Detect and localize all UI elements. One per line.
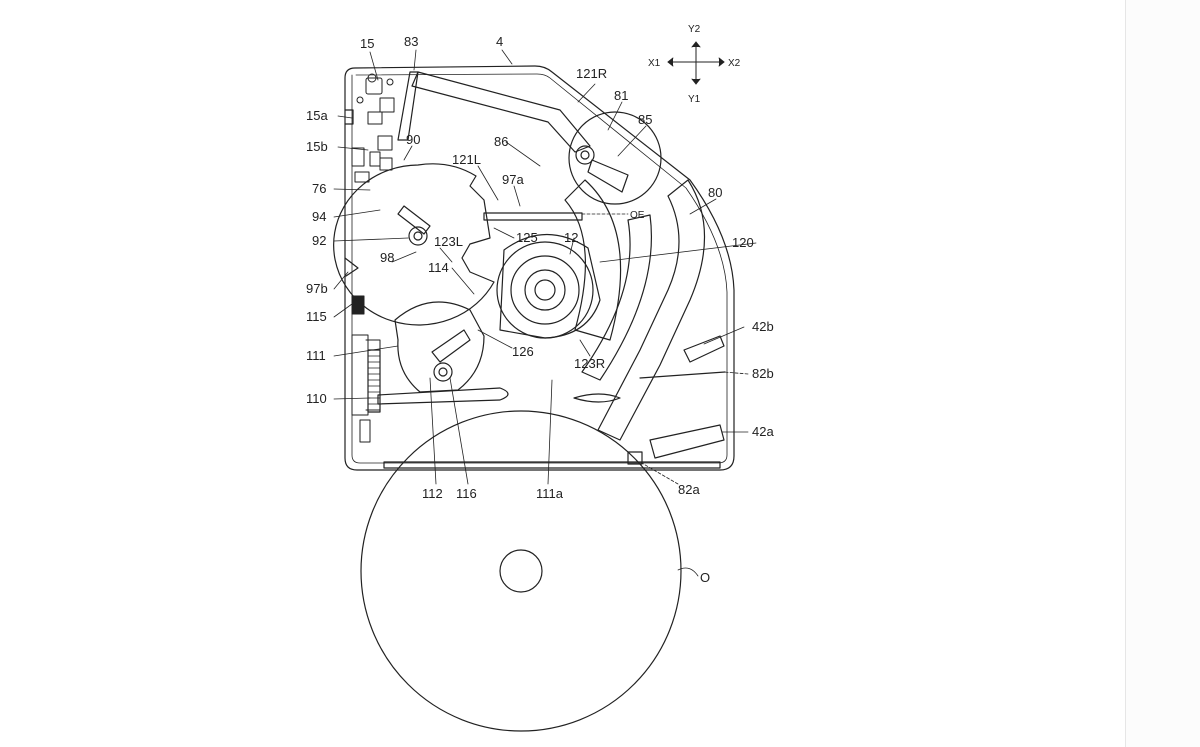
label-121L: 121L: [452, 152, 481, 167]
part-82a: [627, 451, 643, 465]
slot-111a-right: [573, 393, 621, 403]
label-111: 111: [306, 348, 326, 363]
label-97b: 97b: [306, 281, 328, 296]
label-94: 94: [312, 209, 326, 224]
bar-oe: [483, 212, 583, 221]
label-80: 80: [708, 185, 722, 200]
rack-gear-110: [367, 349, 381, 413]
axis-label-y2: Y2: [688, 24, 701, 35]
disc-center-hole: [499, 549, 543, 593]
arm-94: [397, 205, 431, 235]
gear-111: [394, 301, 485, 393]
chassis-outline: [344, 65, 735, 471]
gear-92-center: [408, 226, 428, 246]
label-92: 92: [312, 233, 326, 248]
lever-85: [587, 159, 629, 193]
direction-cross: [667, 41, 725, 85]
part-42a: [649, 424, 725, 459]
label-123L: 123L: [434, 234, 463, 249]
label-oe: OE: [630, 210, 645, 221]
chassis-inner-line: [351, 73, 728, 464]
label-110: 110: [306, 391, 327, 406]
label-4: 4: [496, 34, 503, 49]
label-15b: 15b: [306, 139, 328, 154]
label-125: 125: [516, 230, 538, 245]
leader-lines: [333, 49, 757, 577]
rack-teeth: [367, 355, 381, 405]
lever-126: [431, 329, 471, 363]
label-116: 116: [456, 486, 477, 501]
label-97a: 97a: [502, 172, 524, 187]
label-81: 81: [614, 88, 628, 103]
label-114: 114: [428, 260, 449, 275]
label-15: 15: [360, 36, 374, 51]
label-83: 83: [404, 34, 418, 49]
slot-110: [377, 387, 509, 405]
roller-81-outer: [568, 111, 662, 205]
label-86: 86: [494, 134, 508, 149]
roller-81: [575, 145, 595, 165]
label-42b: 42b: [752, 319, 774, 334]
label-90: 90: [406, 132, 420, 147]
slot-82b: [639, 371, 726, 379]
label-82a: 82a: [678, 482, 700, 497]
hub-112: [433, 362, 453, 382]
arm-80: [597, 179, 706, 441]
label-85: 85: [638, 112, 652, 127]
label-120: 120: [732, 235, 754, 250]
label-15a: 15a: [306, 108, 328, 123]
notch-97b: [344, 257, 359, 277]
part-42b: [683, 335, 725, 363]
page-right-margin: [1125, 0, 1200, 747]
upper-arm: [411, 71, 591, 153]
label-112: 112: [422, 486, 443, 501]
axis-label-y1: Y1: [688, 94, 701, 105]
label-98: 98: [380, 250, 394, 265]
label-115: 115: [306, 309, 327, 324]
label-o: O: [700, 570, 710, 585]
axis-label-x1: X1: [648, 58, 661, 69]
gear-90: [333, 163, 495, 326]
label-123R: 123R: [574, 356, 605, 371]
bottom-rail: [383, 461, 721, 469]
label-126: 126: [512, 344, 534, 359]
axis-label-x2: X2: [728, 58, 741, 69]
label-82b: 82b: [752, 366, 774, 381]
notch-15a: [344, 109, 354, 125]
lever-83: [397, 71, 419, 141]
guide-120: [564, 179, 622, 341]
disc-o: [360, 410, 682, 732]
label-121R: 121R: [576, 66, 607, 81]
left-component-column: [351, 73, 395, 443]
label-12: 12: [564, 230, 578, 245]
label-111a: 111a: [536, 486, 564, 501]
label-76: 76: [312, 181, 326, 196]
label-42a: 42a: [752, 424, 774, 439]
motor-housing: [499, 233, 601, 339]
